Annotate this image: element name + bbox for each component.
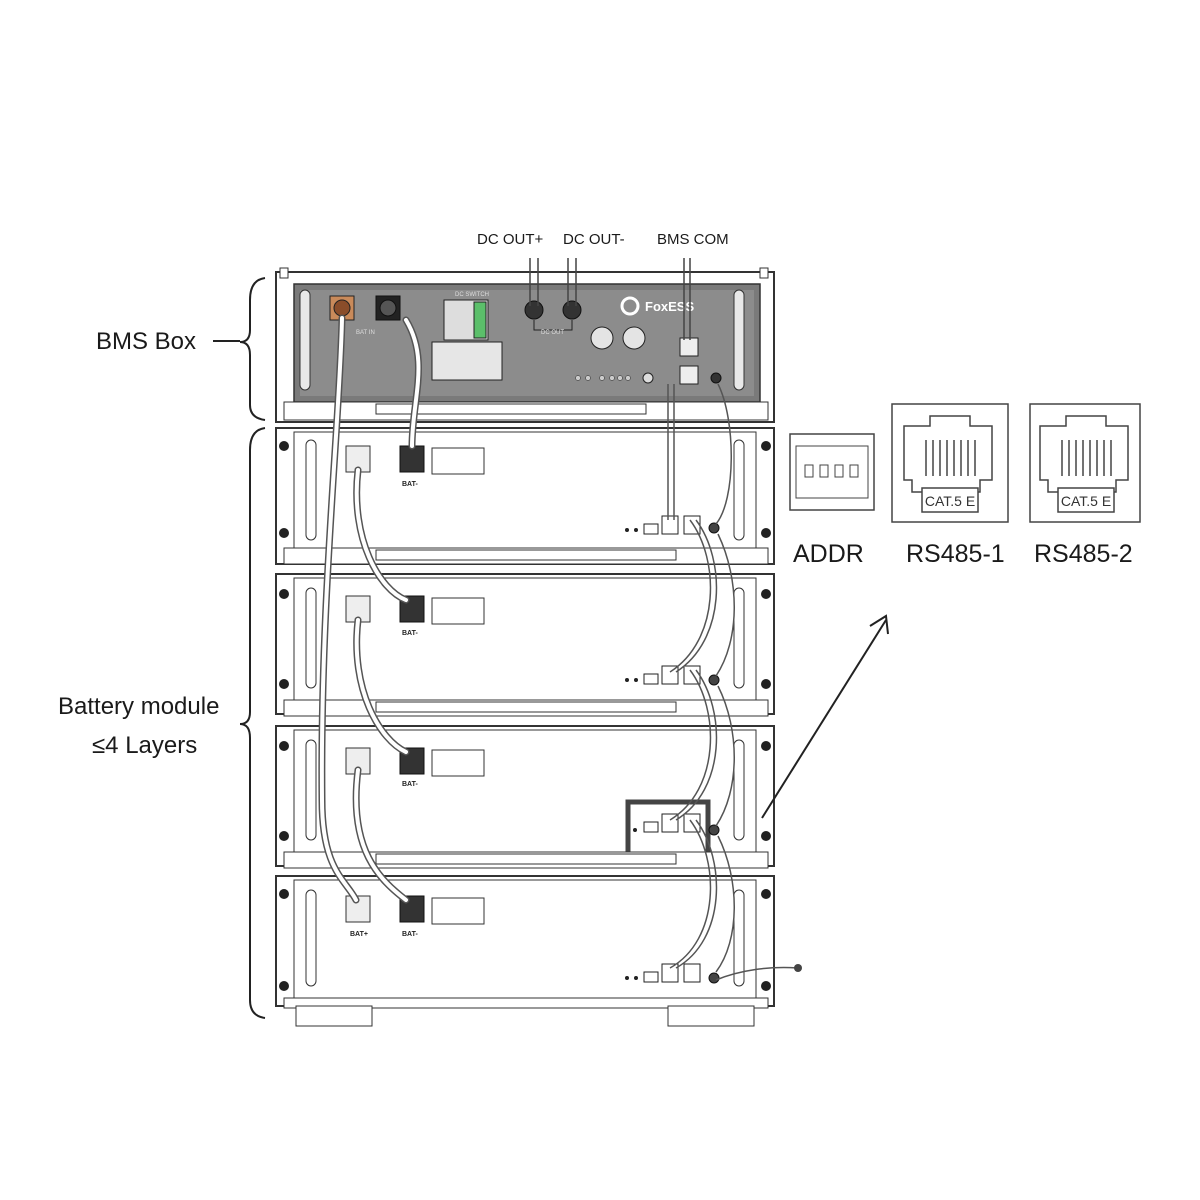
foxess-logo-icon xyxy=(620,296,640,316)
rs485-2-port-illustration: CAT.5 E xyxy=(1029,403,1141,523)
detail-arrow xyxy=(761,614,889,819)
cat5e-label-1: CAT.5 E xyxy=(925,493,975,509)
bat-in-label: BAT IN xyxy=(356,330,375,336)
addr-port-illustration xyxy=(789,433,875,511)
bms-com-port-bottom xyxy=(679,365,699,385)
bat-minus-label-2: BAT- xyxy=(402,630,418,637)
start-button[interactable] xyxy=(622,326,646,350)
battery-layers-label: ≤4 Layers xyxy=(92,732,197,759)
bat-minus-label-1: BAT- xyxy=(402,481,418,488)
bat-minus-label-3: BAT- xyxy=(402,781,418,788)
bms-box-callout xyxy=(213,277,266,421)
dc-out-minus-label: DC OUT- xyxy=(563,231,625,248)
rs485-1-port-illustration: CAT.5 E xyxy=(891,403,1009,523)
dc-out-minus-socket xyxy=(562,300,582,320)
battery-module-2: BAT- xyxy=(275,573,775,717)
ground-terminal xyxy=(794,964,802,972)
dc-out-plus-label: DC OUT+ xyxy=(477,231,543,248)
battery-module-callout xyxy=(239,427,266,1019)
dc-switch-label: DC SWITCH xyxy=(455,292,489,298)
bms-com-port-top xyxy=(679,337,699,357)
status-leds xyxy=(575,375,631,381)
bms-box-label: BMS Box xyxy=(96,328,196,355)
bms-box: BAT IN DC SWITCH DC OUT FoxESS xyxy=(275,267,775,423)
rs485-1-label: RS485-1 xyxy=(906,540,1005,568)
bat-plus-label-4: BAT+ xyxy=(350,931,368,938)
bms-com-label: BMS COM xyxy=(657,231,729,248)
rs485-2-label: RS485-2 xyxy=(1034,540,1133,568)
battery-module-1: BAT- xyxy=(275,427,775,565)
power-button[interactable] xyxy=(590,326,614,350)
battery-module-label: Battery module xyxy=(58,693,219,720)
brand-label: FoxESS xyxy=(645,299,694,314)
cat5e-label-2: CAT.5 E xyxy=(1061,493,1111,509)
dc-out-panel-label: DC OUT xyxy=(541,330,564,336)
dc-out-plus-socket xyxy=(524,300,544,320)
bat-minus-label-4: BAT- xyxy=(402,931,418,938)
output-cables xyxy=(529,258,691,340)
addr-label: ADDR xyxy=(793,540,864,568)
communication-cables xyxy=(667,383,799,981)
battery-module-4: BAT+ BAT- xyxy=(275,875,775,1027)
